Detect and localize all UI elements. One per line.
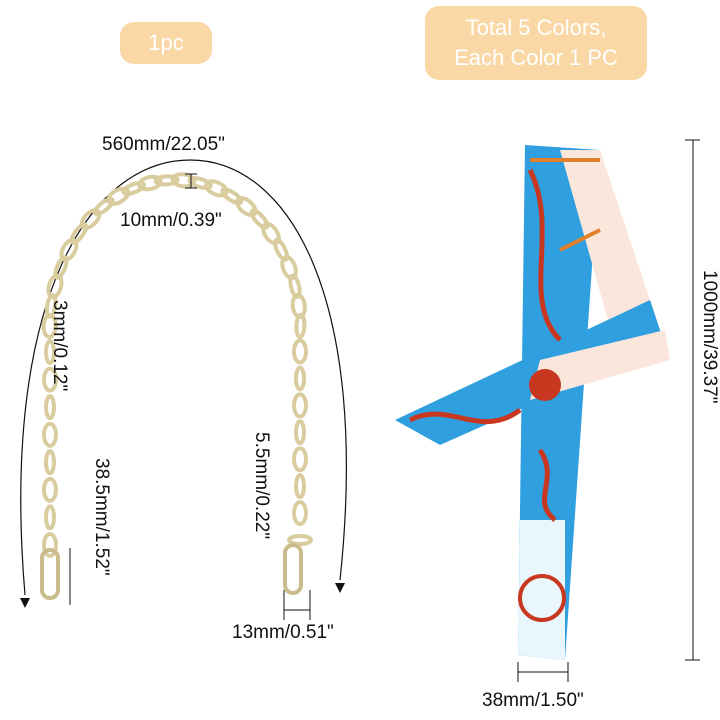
chain-link — [59, 237, 79, 262]
colors-badge: Total 5 Colors, Each Color 1 PC — [425, 6, 647, 80]
scarf-width-label: 38mm/1.50" — [482, 690, 584, 711]
chain-link — [294, 473, 306, 500]
right-clasp — [283, 543, 303, 595]
left-clasp — [40, 548, 60, 600]
chain-link — [249, 208, 270, 230]
chain-link — [92, 197, 115, 217]
clasp-width-label: 13mm/0.51" — [232, 622, 334, 643]
chain-link — [272, 237, 290, 262]
chain-link — [294, 312, 307, 339]
chain-link — [292, 500, 308, 527]
chain-link — [137, 174, 163, 192]
chain-length-label: 560mm/22.05" — [102, 134, 225, 155]
chain-link — [294, 419, 306, 446]
chain-link — [79, 208, 102, 231]
colors-badge-line1: Total 5 Colors, — [465, 15, 607, 40]
chain-link — [261, 221, 281, 246]
chain-link — [220, 187, 244, 206]
chain-link — [106, 186, 131, 206]
chain-link — [153, 174, 180, 187]
chain-link — [170, 172, 197, 189]
scarf — [395, 145, 670, 660]
thickness-label: 3mm/0.12" — [49, 300, 70, 392]
clasp-length-label: 38.5mm/1.52" — [91, 458, 112, 576]
chain-link — [292, 338, 308, 365]
chain-link — [121, 180, 147, 196]
chain-link — [44, 504, 56, 531]
chain-link — [44, 394, 56, 421]
chain-link — [69, 222, 89, 245]
chain-link — [44, 449, 56, 476]
quantity-badge: 1pc — [120, 22, 212, 64]
chain — [41, 172, 313, 558]
chain-link — [187, 176, 213, 190]
chain-link — [294, 365, 306, 392]
chain-link — [42, 421, 58, 448]
chain-link — [42, 476, 58, 503]
chain-link — [203, 179, 229, 198]
clasp-gap-label: 5.5mm/0.22" — [251, 432, 272, 540]
chain-link — [235, 196, 258, 218]
chain-link — [44, 339, 56, 366]
scarf-length-label: 1000mm/39.37" — [699, 270, 720, 404]
chain-link — [292, 392, 308, 419]
chain-link — [287, 534, 313, 546]
chain-link — [42, 366, 58, 393]
link-width-label: 10mm/0.39" — [120, 210, 222, 231]
colors-badge-line2: Each Color 1 PC — [454, 45, 618, 70]
length-arc — [20, 159, 347, 596]
chain-link — [292, 446, 308, 473]
chain-link — [53, 255, 69, 280]
chain-link — [42, 532, 58, 558]
